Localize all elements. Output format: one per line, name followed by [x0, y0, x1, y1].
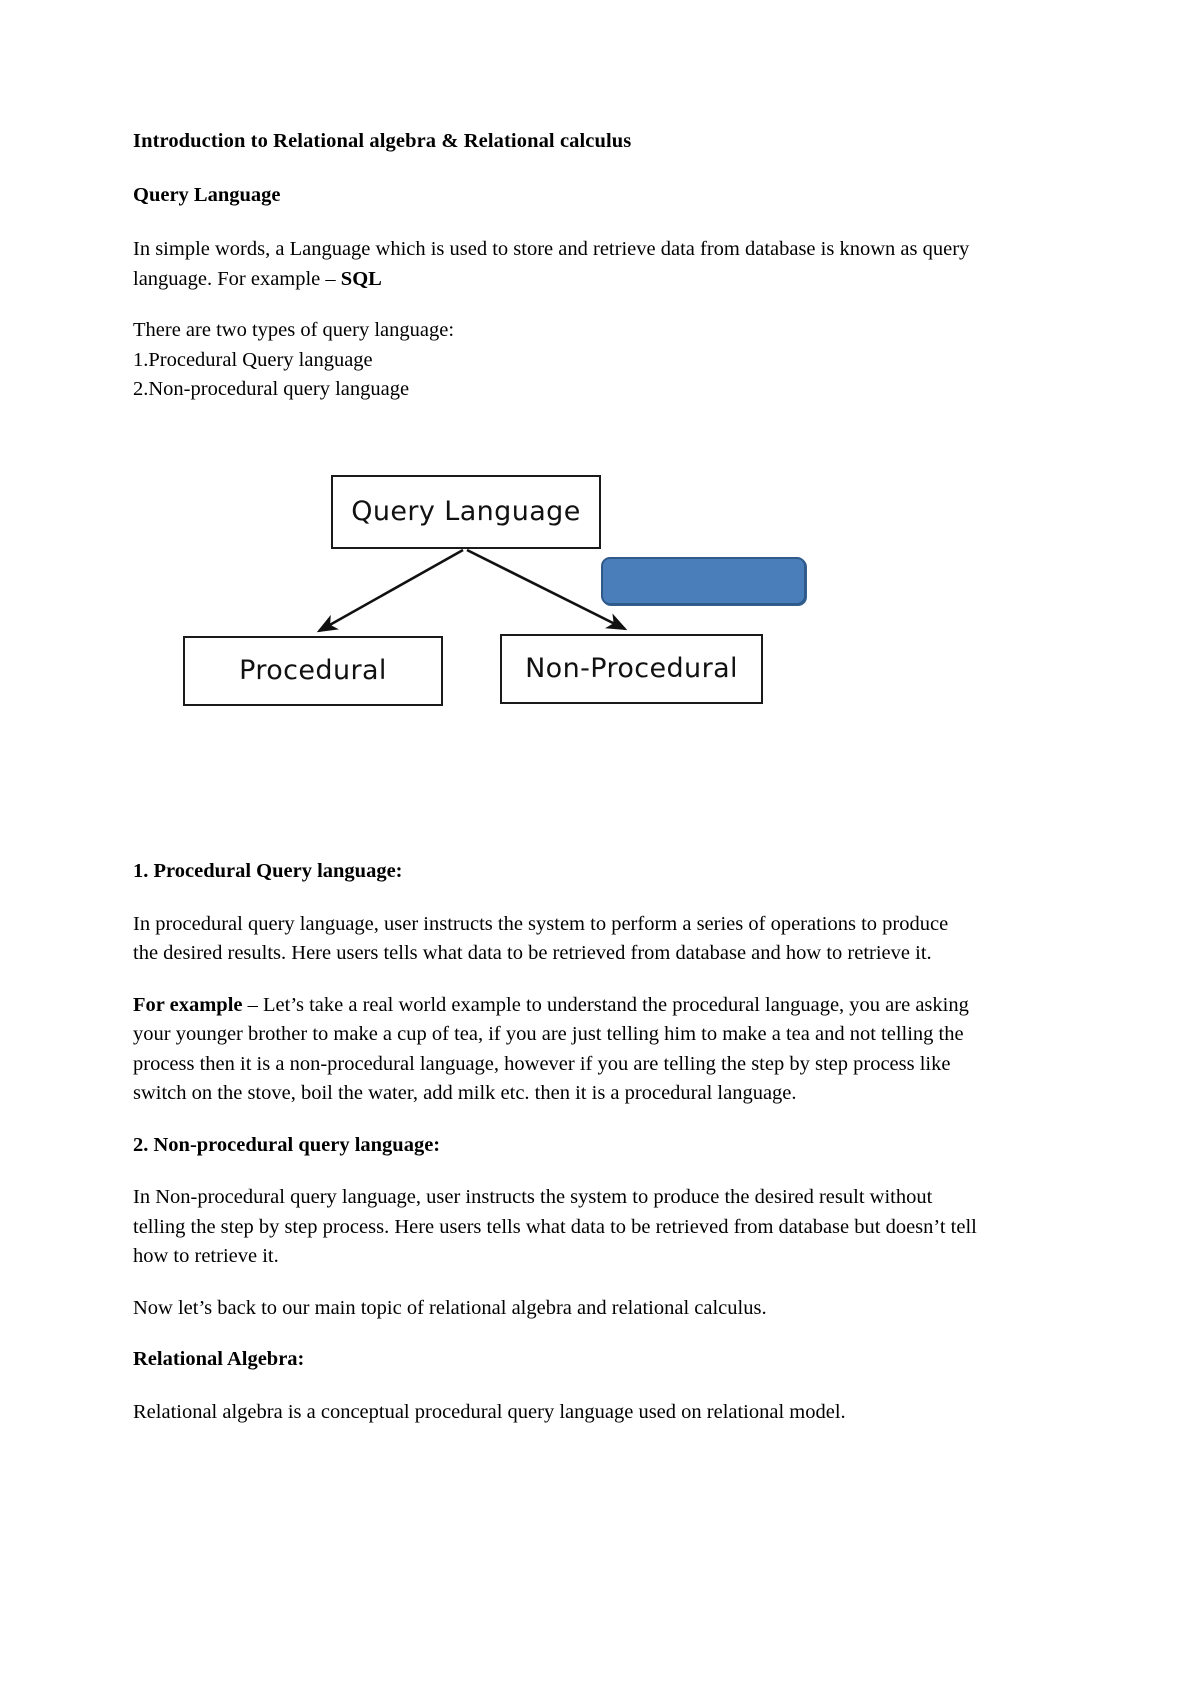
- arrow-root-to-procedural: [316, 548, 464, 633]
- diagram-node-non-procedural-label: Non-Procedural: [525, 653, 738, 685]
- page-title: Introduction to Relational algebra & Rel…: [133, 130, 632, 152]
- section-heading-procedural-query-language: 1. Procedural Query language:: [133, 859, 403, 882]
- paragraph-closing-transition: Now let’s back to our main topic of rela…: [133, 1296, 767, 1319]
- list-item-non-procedural: 2.Non-procedural query language: [133, 378, 410, 401]
- paragraph-non-procedural-query-language: In Non-procedural query language, user i…: [133, 1186, 977, 1268]
- paragraph-for-example: For example – Let’s take a real world ex…: [133, 991, 978, 1109]
- document-content: Introduction to Relational algebra & Rel…: [133, 128, 978, 1450]
- diagram-node-query-language: Query Language: [331, 474, 601, 549]
- diagram-node-query-language-label: Query Language: [351, 496, 581, 528]
- query-language-tree-diagram: Query Language Procedural Non-Procedural: [133, 451, 978, 751]
- types-intro-line: There are two types of query language:: [133, 319, 455, 342]
- blue-rounded-rectangle-shape: [601, 556, 806, 605]
- intro-paragraph-text: In simple words, a Language which is use…: [133, 238, 970, 290]
- list-item-procedural: 1.Procedural Query language: [133, 348, 373, 371]
- section-heading-query-language: Query Language: [133, 183, 281, 206]
- section-heading-relational-algebra: Relational Algebra:: [133, 1348, 305, 1371]
- diagram-node-non-procedural: Non-Procedural: [500, 633, 763, 704]
- paragraph-procedural-query-language: In procedural query language, user instr…: [133, 912, 949, 965]
- for-example-body: – Let’s take a real world example to und…: [133, 993, 969, 1105]
- intro-paragraph-sql-term: SQL: [340, 267, 382, 290]
- diagram-node-procedural-label: Procedural: [239, 655, 387, 687]
- query-language-types-list: There are two types of query language: 1…: [133, 316, 978, 405]
- section-heading-non-procedural-query-language: 2. Non-procedural query language:: [133, 1133, 441, 1156]
- intro-paragraph: In simple words, a Language which is use…: [133, 235, 978, 294]
- diagram-connector-layer: [316, 548, 628, 633]
- paragraph-relational-algebra: Relational algebra is a conceptual proce…: [133, 1401, 846, 1424]
- arrow-root-to-non-procedural: [466, 548, 628, 631]
- diagram-node-procedural: Procedural: [183, 635, 443, 706]
- for-example-lead: For example: [133, 993, 243, 1016]
